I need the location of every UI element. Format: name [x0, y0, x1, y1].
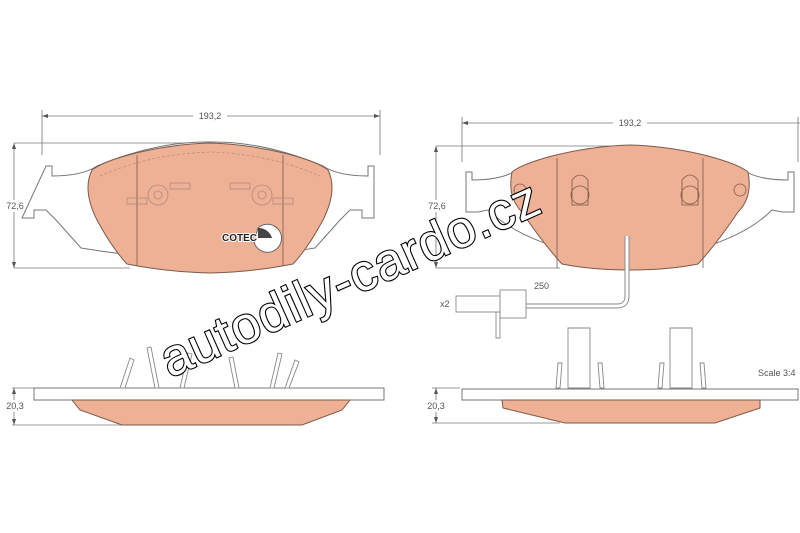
svg-text:COTEC: COTEC	[222, 233, 257, 244]
width-dimension-right: 193,2	[619, 118, 642, 128]
spring-clip-icon	[555, 327, 707, 389]
sensor-length-label: 250	[534, 281, 549, 291]
right-pad-top-view: 193,2 72,6 250 x2	[426, 117, 800, 339]
sensor-count-label: x2	[440, 299, 450, 309]
width-dimension-left: 193,2	[199, 111, 222, 121]
thickness-dimension-left: 20,3	[6, 401, 24, 411]
left-pad-side-view: 20,3	[3, 346, 385, 426]
cotec-logo: COTEC	[221, 223, 282, 253]
wear-sensor: 250 x2	[440, 236, 630, 339]
height-dimension-right: 72,6	[428, 201, 446, 211]
right-pad-side-view: 20,3 Scale 3:4	[424, 327, 799, 424]
left-pad-top-view: 193,2 72,6 COTEC	[4, 110, 381, 274]
thickness-dimension-right: 20,3	[427, 401, 445, 411]
spring-clip-icon	[119, 346, 300, 389]
scale-label: Scale 3:4	[758, 368, 796, 378]
clip-boss-icon	[126, 182, 294, 206]
height-dimension-left: 72,6	[6, 201, 24, 211]
